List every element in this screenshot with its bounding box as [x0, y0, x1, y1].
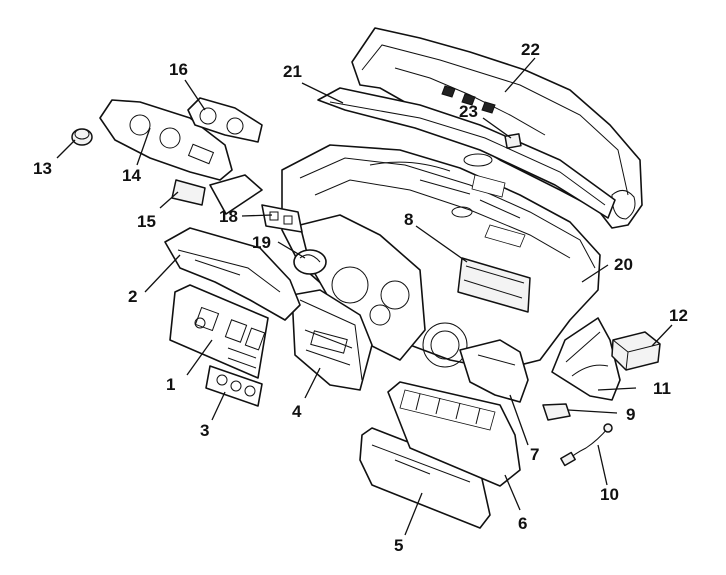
part-4-console-frame — [291, 289, 373, 391]
part-11-side-trim — [551, 317, 621, 401]
steering-column-housing — [299, 214, 468, 368]
part-8-radio-slot — [457, 257, 531, 313]
callout-2: 2 — [128, 287, 137, 306]
part-14-cluster-bezel — [99, 99, 233, 181]
callout-10: 10 — [600, 485, 619, 504]
leader-lines — [56, 57, 673, 536]
callout-6: 6 — [518, 514, 527, 533]
callout-18: 18 — [219, 207, 238, 226]
part-10-cable — [560, 423, 613, 467]
callout-23: 23 — [459, 102, 478, 121]
callout-9: 9 — [626, 405, 635, 424]
part-13-knob — [71, 128, 93, 146]
part-12-module — [611, 331, 661, 371]
part-15-switch-block — [171, 179, 206, 206]
part-23-clip — [504, 133, 522, 149]
callout-15: 15 — [137, 212, 156, 231]
callout-8: 8 — [404, 210, 413, 229]
callout-5: 5 — [394, 536, 403, 555]
part-3-switch-panel — [205, 365, 263, 407]
callout-20: 20 — [614, 255, 633, 274]
callout-22: 22 — [521, 40, 540, 59]
callout-21: 21 — [283, 62, 302, 81]
callout-3: 3 — [200, 421, 209, 440]
part-2-knee-panel — [164, 227, 301, 321]
callout-11: 11 — [653, 379, 671, 398]
callout-13: 13 — [33, 159, 52, 178]
callout-16: 16 — [169, 60, 188, 79]
part-18-switch-pod — [261, 204, 303, 233]
part-9-connector — [542, 403, 571, 421]
callout-19: 19 — [252, 233, 271, 252]
callout-4: 4 — [292, 402, 302, 421]
part-1-radio-bezel — [169, 284, 269, 379]
part-6-glovebox-liner — [387, 381, 521, 487]
callout-1: 1 — [166, 375, 175, 394]
part-16-gauge-cluster — [187, 97, 263, 143]
callout-7: 7 — [530, 445, 539, 464]
part-7-bracket — [459, 339, 529, 403]
a-pillar-trim — [209, 174, 263, 215]
callout-14: 14 — [122, 166, 141, 185]
part-5-glovebox-lid — [359, 427, 491, 529]
part-21-top-trim — [317, 87, 616, 219]
callout-12: 12 — [669, 306, 688, 325]
